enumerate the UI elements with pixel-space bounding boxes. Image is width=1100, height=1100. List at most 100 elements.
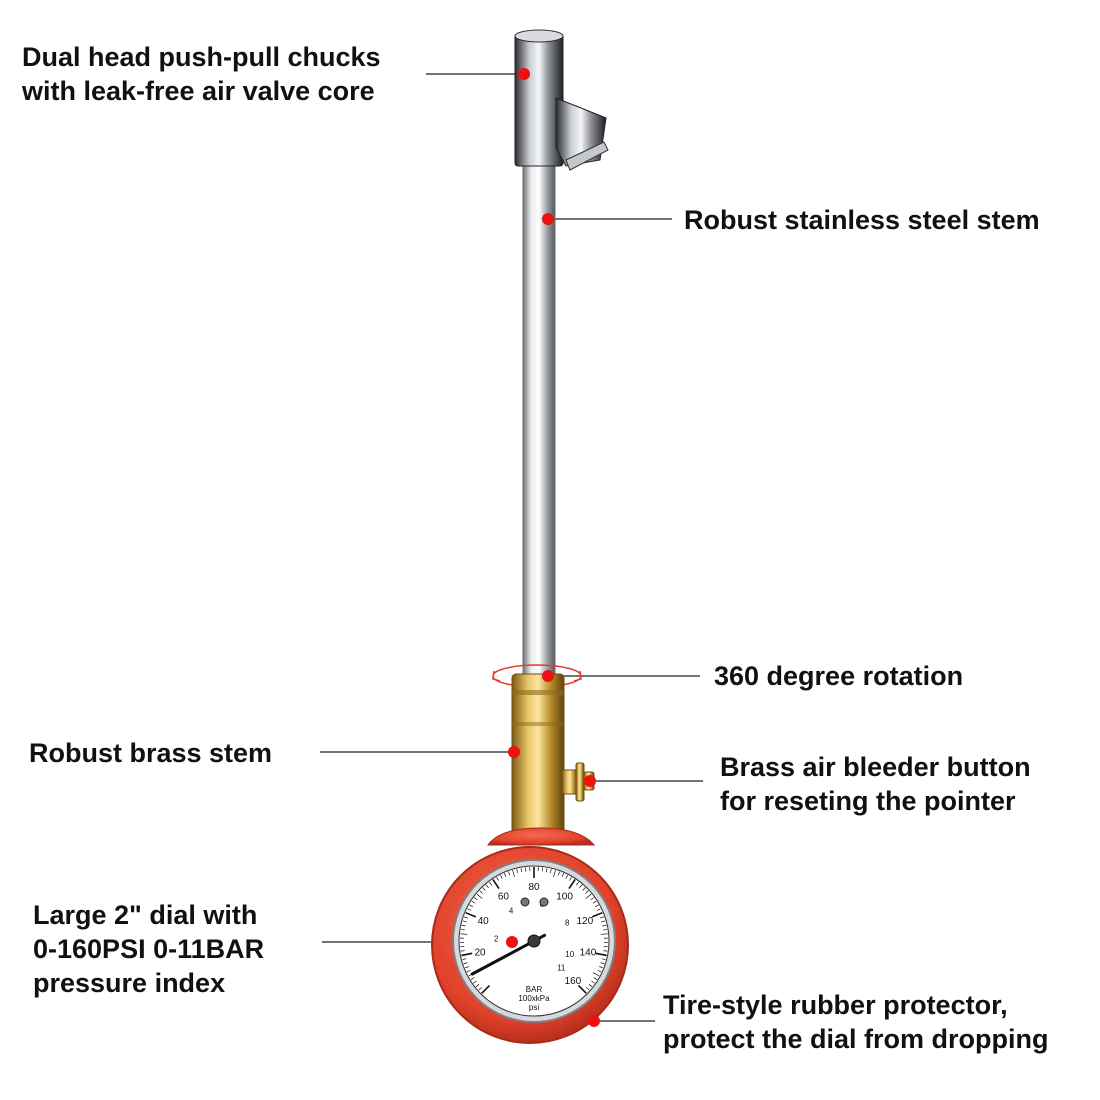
- marker-dial: [506, 936, 518, 948]
- dial-tick: [575, 881, 579, 886]
- dial-tick: [473, 980, 477, 984]
- dial-psi-label: 80: [528, 882, 540, 893]
- dial-tick: [520, 868, 523, 873]
- dial-tick: [586, 987, 590, 991]
- dial-tick: [601, 920, 606, 923]
- callout-bleeder: Brass air bleeder button for reseting th…: [720, 750, 1031, 818]
- dial-tick: [500, 874, 503, 879]
- dial-labels: 2040608010012014016024681011: [474, 882, 596, 987]
- callout-markers: [506, 68, 600, 1027]
- dial-psi-label: 60: [498, 891, 510, 902]
- dial-psi-label: 120: [576, 916, 593, 927]
- dial-tick: [485, 884, 489, 888]
- dial-tick: [476, 893, 483, 899]
- dial-tick: [475, 984, 480, 988]
- dial-tick: [550, 868, 552, 874]
- dial-tick: [557, 871, 560, 876]
- callout-steel-stem: Robust stainless steel stem: [684, 203, 1040, 237]
- marker-chucks: [518, 68, 530, 80]
- callout-dial-line-3: pressure index: [33, 968, 226, 998]
- dial-bar-label: 8: [565, 918, 570, 927]
- callout-bleeder-line-2: for reseting the pointer: [720, 786, 1016, 816]
- dial-tick: [579, 884, 583, 888]
- callout-dial-line-1: Large 2" dial with: [33, 900, 258, 930]
- dial-tick: [593, 977, 598, 980]
- dial-tick: [591, 980, 595, 984]
- dial-tick: [482, 887, 486, 891]
- dial-tick: [545, 868, 548, 873]
- stainless-steel-stem: [522, 159, 556, 681]
- callout-protector-line-2: protect the dial from dropping: [663, 1024, 1049, 1054]
- dial-psi-label: 100: [556, 891, 573, 902]
- dial-tick: [594, 904, 599, 908]
- dial-tick: [479, 890, 483, 894]
- dial-psi-label: 40: [478, 916, 490, 927]
- dial-tick: [471, 900, 476, 904]
- dial-tick: [462, 958, 467, 961]
- dial-tick: [596, 908, 601, 911]
- dual-head-chuck: [514, 29, 609, 171]
- dial-psi-label: 140: [580, 948, 597, 959]
- dial-tick: [592, 900, 597, 904]
- dial-tick: [463, 916, 468, 919]
- marker-rotation: [542, 670, 554, 682]
- dial-tick: [470, 977, 475, 980]
- dial-tick: [469, 904, 474, 908]
- dial-tick: [590, 897, 595, 901]
- dial-tick: [597, 969, 602, 973]
- callout-rotation: 360 degree rotation: [714, 659, 963, 693]
- callout-chucks-line-2: with leak-free air valve core: [22, 76, 375, 106]
- dial-tick: [473, 897, 478, 901]
- dial-unit-psi: psi: [529, 1003, 539, 1012]
- dial-tick: [465, 911, 477, 918]
- dial-unit-kpa: 100xkPa: [518, 994, 550, 1003]
- dial-tick: [464, 966, 469, 969]
- dial-tick: [492, 879, 500, 890]
- dial-tick: [602, 924, 607, 927]
- dial-tick: [460, 950, 465, 952]
- dial-tick: [478, 987, 482, 991]
- dial-tick: [489, 881, 493, 886]
- dial-tick: [603, 929, 608, 931]
- needle-hub: [527, 934, 541, 948]
- dial-tick: [463, 962, 468, 965]
- dial-tick: [599, 966, 604, 969]
- dial-tick: [591, 911, 603, 918]
- callout-brass-stem-line-1: Robust brass stem: [29, 738, 273, 768]
- callout-protector-line-1: Tire-style rubber protector,: [663, 990, 1008, 1020]
- dial-tick: [561, 873, 564, 878]
- dial-tick: [565, 874, 568, 879]
- dial-tick: [588, 984, 593, 988]
- callout-dial-line-2: 0-160PSI 0-11BAR: [33, 934, 265, 964]
- dial-tick: [577, 984, 587, 994]
- dial-tick: [496, 876, 499, 881]
- dial-bar-label: 11: [557, 964, 566, 973]
- callout-rotation-line-1: 360 degree rotation: [714, 661, 964, 691]
- dial-tick: [585, 893, 592, 899]
- dial-tick: [462, 920, 467, 923]
- dial-tick: [568, 879, 576, 890]
- dial-tick: [461, 924, 466, 927]
- dial-tick: [600, 933, 608, 935]
- callout-protector: Tire-style rubber protector, protect the…: [663, 988, 1049, 1056]
- dial-bar-label: 10: [565, 950, 574, 959]
- callout-bleeder-line-1: Brass air bleeder button: [720, 752, 1031, 782]
- dial-tick: [601, 958, 606, 961]
- dial-bar-label: 4: [509, 907, 514, 916]
- dial-tick: [460, 929, 465, 931]
- dial-tick: [516, 868, 518, 874]
- dial-tick: [466, 969, 471, 973]
- leader-lines: [320, 73, 703, 1022]
- dial-tick: [600, 962, 605, 965]
- dial-tick: [460, 933, 468, 935]
- dial-ticks: [460, 867, 608, 994]
- pressure-gauge: 2040608010012014016024681011 BAR 100xkPa…: [431, 827, 629, 1044]
- dial-bar-label: 2: [494, 934, 499, 943]
- dial-tick: [595, 952, 607, 957]
- marker-bleeder: [584, 775, 596, 787]
- dial-tick: [467, 908, 472, 911]
- dial-tick: [582, 887, 586, 891]
- marker-steel-stem: [542, 213, 554, 225]
- dial-screws: [520, 897, 549, 907]
- callout-chucks: Dual head push-pull chucks with leak-fre…: [22, 40, 381, 108]
